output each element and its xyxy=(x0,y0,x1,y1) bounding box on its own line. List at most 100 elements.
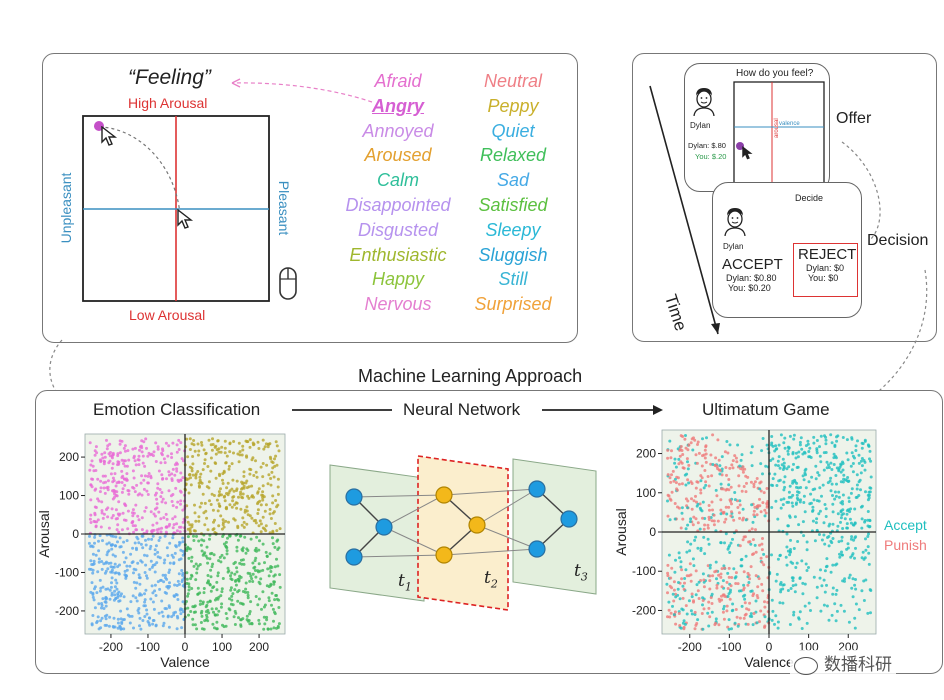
scatter-point xyxy=(269,517,273,520)
scatter-point xyxy=(236,452,240,456)
emotion-item-sad[interactable]: Sad xyxy=(496,170,530,191)
scatter-point xyxy=(791,451,795,454)
scatter-point xyxy=(244,481,248,485)
emotion-item-surprised[interactable]: Surprised xyxy=(474,294,552,315)
scatter-point xyxy=(190,525,194,529)
emotion-item-peppy[interactable]: Peppy xyxy=(487,95,539,116)
scatter-point xyxy=(674,558,677,562)
scatter-point xyxy=(809,492,813,496)
scatter-point xyxy=(736,624,740,628)
scatter-point xyxy=(157,510,161,514)
scatter-point xyxy=(847,496,851,500)
scatter-point xyxy=(667,608,671,612)
high-arousal-label: High Arousal xyxy=(128,95,208,111)
scatter-point xyxy=(211,528,215,532)
scatter-point xyxy=(822,578,826,582)
scatter-point xyxy=(760,582,764,586)
emotion-item-neutral[interactable]: Neutral xyxy=(483,71,543,91)
scatter-point xyxy=(189,476,192,480)
scatter-point xyxy=(729,541,733,545)
y-tick-label: 0 xyxy=(72,527,79,541)
scatter-point xyxy=(262,447,266,451)
scatter-point xyxy=(263,527,267,531)
emotion-item-sleepy[interactable]: Sleepy xyxy=(485,219,541,240)
emotion-item-nervous[interactable]: Nervous xyxy=(364,294,432,315)
scatter-point xyxy=(225,617,229,620)
scatter-point xyxy=(835,482,838,486)
scatter-point xyxy=(153,570,157,574)
scatter-point xyxy=(213,445,217,449)
emotion-item-calm[interactable]: Calm xyxy=(376,170,420,191)
scatter-point xyxy=(671,604,674,608)
scatter-point xyxy=(220,527,224,531)
emotion-item-relaxed[interactable]: Relaxed xyxy=(479,145,547,166)
y-axis-label: Arousal xyxy=(613,508,629,555)
emotion-item-quiet[interactable]: Quiet xyxy=(491,120,535,141)
emotion-item-afraid[interactable]: Afraid xyxy=(374,71,422,91)
scatter-point xyxy=(157,539,161,542)
emotion-item-enthusiastic[interactable]: Enthusiastic xyxy=(349,244,447,265)
scatter-point xyxy=(843,577,847,581)
reject-button[interactable]: REJECT Dylan: $0 You: $0 xyxy=(793,243,858,297)
scatter-point xyxy=(261,490,265,494)
scatter-point xyxy=(804,444,808,448)
scatter-point xyxy=(697,580,701,584)
scatter-point xyxy=(159,578,163,582)
scatter-point xyxy=(679,565,683,569)
scatter-point xyxy=(274,440,278,444)
scatter-point xyxy=(170,553,174,557)
scatter-point xyxy=(694,535,698,539)
emotion-item-angry[interactable]: Angry xyxy=(371,95,425,116)
scatter-point xyxy=(680,482,684,486)
scatter-point xyxy=(669,456,673,460)
emotion-item-still[interactable]: Still xyxy=(498,269,528,290)
emotion-item-annoyed[interactable]: Annoyed xyxy=(362,120,434,141)
scatter-point xyxy=(776,464,780,468)
scatter-point xyxy=(198,505,202,509)
emotion-item-sluggish[interactable]: Sluggish xyxy=(478,244,548,265)
scatter-point xyxy=(845,512,849,516)
scatter-point xyxy=(154,460,158,463)
emotion-item-disgusted[interactable]: Disgusted xyxy=(357,219,439,240)
scatter-point xyxy=(869,459,873,463)
emotion-item-disappointed[interactable]: Disappointed xyxy=(345,195,451,215)
scatter-point xyxy=(143,474,147,478)
cursor-icon xyxy=(742,146,753,160)
scatter-point xyxy=(824,435,828,439)
scatter-point xyxy=(692,564,696,568)
scatter-point xyxy=(834,456,838,460)
scatter-point xyxy=(190,587,194,590)
scatter-point xyxy=(252,495,255,499)
scatter-point xyxy=(195,567,199,571)
scatter-point xyxy=(732,518,736,522)
scatter-point xyxy=(838,552,841,556)
scatter-point xyxy=(137,573,141,577)
scatter-point xyxy=(833,497,837,501)
scatter-point xyxy=(747,573,751,577)
scatter-point xyxy=(709,516,713,519)
scatter-point xyxy=(854,444,858,448)
avatar xyxy=(693,88,715,116)
emotion-item-satisfied[interactable]: Satisfied xyxy=(478,195,548,215)
accept-button[interactable]: ACCEPT Dylan: $0.80 You: $0.20 xyxy=(722,256,786,302)
emotion-item-happy[interactable]: Happy xyxy=(371,269,425,290)
scatter-point xyxy=(190,559,193,563)
scatter-point xyxy=(840,553,844,557)
scatter-point xyxy=(803,510,807,514)
scatter-point xyxy=(669,611,673,615)
scatter-point xyxy=(140,446,144,450)
emotion-item-aroused[interactable]: Aroused xyxy=(364,145,432,166)
scatter-point xyxy=(812,441,816,445)
scatter-point xyxy=(90,581,94,585)
scatter-point xyxy=(857,608,861,612)
scatter-point xyxy=(112,616,116,620)
scatter-point xyxy=(151,523,155,527)
scatter-point xyxy=(276,564,280,568)
scatter-point xyxy=(153,563,157,567)
scatter-point xyxy=(774,463,778,467)
scatter-point xyxy=(681,466,685,470)
scatter-point xyxy=(693,438,697,442)
scatter-point xyxy=(216,509,220,513)
scatter-point xyxy=(107,624,111,628)
